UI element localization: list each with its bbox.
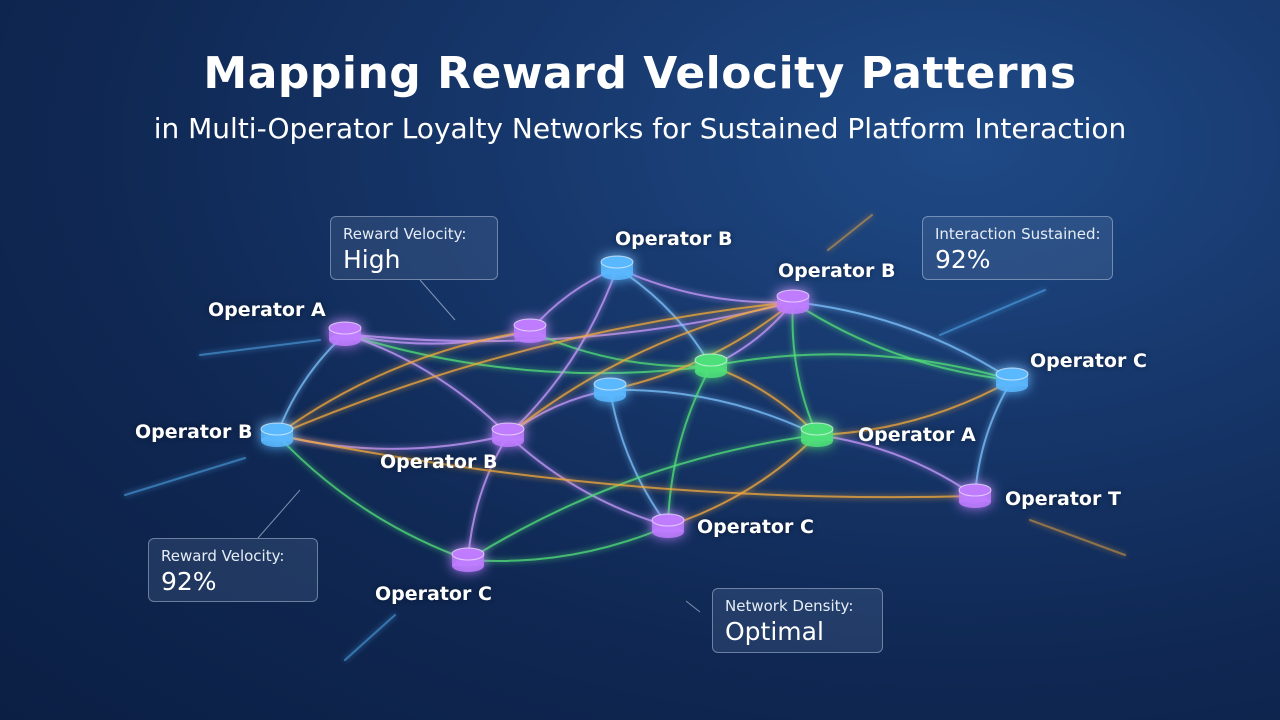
light-streak <box>1029 519 1126 556</box>
network-edge <box>974 379 1013 497</box>
node-label-n8: Operator B <box>135 421 253 443</box>
network-edge <box>667 365 712 527</box>
node-label-n1: Operator B <box>615 228 733 250</box>
network-edge <box>467 434 509 561</box>
node-label-n10: Operator A <box>858 424 976 446</box>
network-node <box>593 377 627 402</box>
callout-leader-lines <box>257 279 701 613</box>
callout-leader-line <box>257 489 301 539</box>
network-edge <box>792 301 1013 381</box>
node-label-n11: Operator T <box>1005 488 1121 510</box>
network-edge <box>507 301 794 436</box>
network-edge <box>467 434 818 561</box>
light-streak <box>939 289 1046 336</box>
network-edge <box>344 333 509 436</box>
network-edge <box>467 525 669 563</box>
info-caption: Reward Velocity: <box>161 547 285 565</box>
network-edge <box>816 434 976 497</box>
network-edge <box>276 330 531 436</box>
network-edge <box>710 353 1013 381</box>
network-edge <box>529 330 712 368</box>
network-node <box>600 255 634 280</box>
network-edge <box>344 330 531 345</box>
network-edge <box>609 388 818 436</box>
info-caption: Reward Velocity: <box>343 225 467 243</box>
network-edge <box>276 434 469 561</box>
network-node <box>651 513 685 538</box>
info-value: 92% <box>161 567 217 596</box>
network-edge <box>507 434 669 527</box>
network-edge <box>344 301 794 343</box>
network-node <box>995 367 1029 392</box>
network-edge <box>344 333 712 375</box>
node-label-n13: Operator C <box>375 583 492 605</box>
node-label-n6: Operator C <box>1030 350 1147 372</box>
info-value: High <box>343 245 401 274</box>
network-edge <box>276 434 976 499</box>
network-density-box: Network Density: Optimal <box>712 588 883 653</box>
network-edge <box>792 301 1013 381</box>
network-node <box>328 321 362 346</box>
network-node <box>800 422 834 447</box>
light-streak <box>344 614 396 661</box>
callout-leader-line <box>419 279 456 321</box>
diagram-subtitle: in Multi-Operator Loyalty Networks for S… <box>153 112 1127 145</box>
info-value: 92% <box>935 245 991 274</box>
network-edge <box>609 389 669 527</box>
node-label-n12: Operator C <box>697 516 814 538</box>
network-edge <box>276 333 346 436</box>
network-node <box>776 289 810 314</box>
network-node <box>260 422 294 447</box>
network-node <box>513 318 547 343</box>
reward-velocity-pct-box: Reward Velocity: 92% <box>148 538 318 602</box>
network-edge <box>816 379 1013 436</box>
network-node <box>491 422 525 447</box>
diagram-title: Mapping Reward Velocity Patterns <box>203 48 1077 99</box>
network-edge <box>276 301 794 436</box>
network-edge <box>616 267 794 304</box>
callout-leader-line <box>685 600 701 613</box>
interaction-sustained-box: Interaction Sustained: 92% <box>922 216 1113 280</box>
network-edge <box>710 365 818 436</box>
info-value: Optimal <box>725 617 824 646</box>
light-streak <box>124 457 246 496</box>
reward-velocity-high-box: Reward Velocity: High <box>330 216 498 280</box>
light-streak <box>199 339 321 356</box>
light-streaks <box>124 214 1126 661</box>
network-node <box>451 547 485 572</box>
node-label-n3: Operator A <box>208 299 326 321</box>
network-edge <box>667 434 818 527</box>
info-caption: Network Density: <box>725 597 854 615</box>
network-node <box>694 353 728 378</box>
node-label-n9: Operator B <box>380 451 498 473</box>
network-edge <box>616 267 712 367</box>
network-edge <box>791 301 818 436</box>
network-nodes <box>260 255 1029 572</box>
network-node <box>958 483 992 508</box>
network-edges <box>276 267 1013 563</box>
info-caption: Interaction Sustained: <box>935 225 1101 243</box>
node-label-n2: Operator B <box>778 260 896 282</box>
light-streak <box>827 214 873 251</box>
network-edge <box>507 267 618 436</box>
